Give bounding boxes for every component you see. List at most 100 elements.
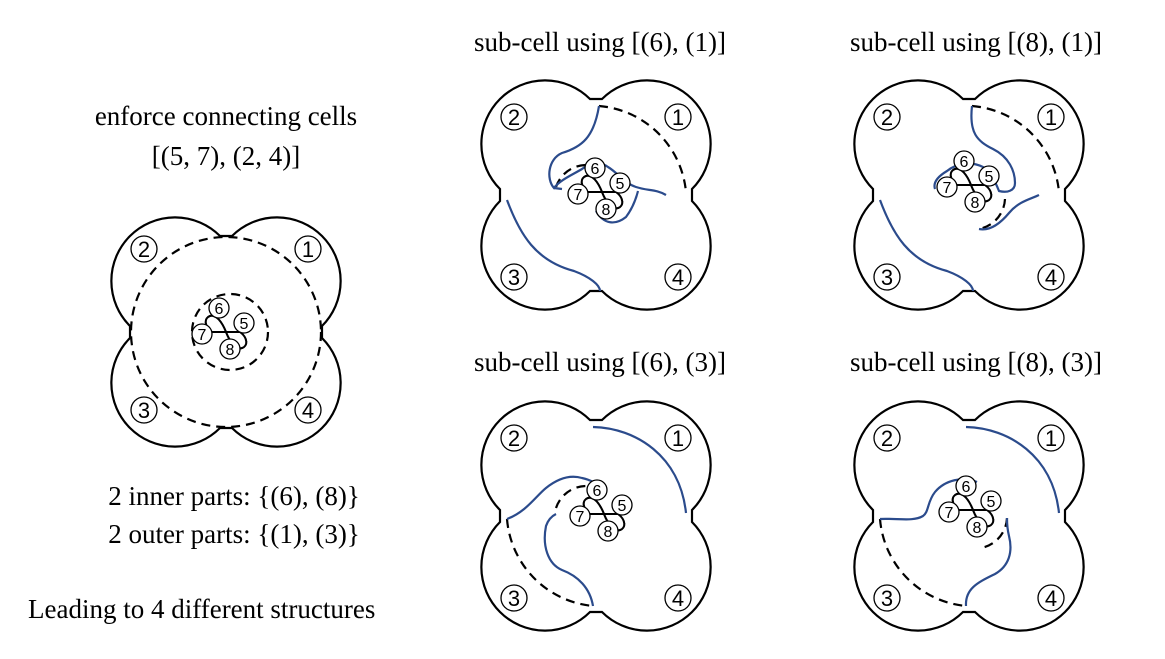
label-2: 2: [130, 235, 158, 263]
subcell-diagram-6-1: 6 5 7 8 2 1 3 4: [480, 79, 712, 311]
label-3: 3: [500, 584, 528, 612]
label-2: 2: [500, 103, 528, 131]
label-8: 8: [219, 338, 241, 360]
blue-boundary: [879, 425, 1061, 607]
outer-dashed-arc: [878, 518, 967, 608]
svg-text:2: 2: [138, 237, 150, 262]
label-3: 3: [873, 263, 901, 291]
svg-text:7: 7: [943, 180, 952, 197]
svg-text:3: 3: [508, 586, 520, 611]
label-8: 8: [966, 516, 988, 538]
svg-text:2: 2: [508, 426, 520, 451]
svg-text:7: 7: [576, 509, 585, 526]
label-7: 7: [567, 183, 589, 205]
subcell-diagram-6-3: 6 5 7 8 2 1 3 4: [480, 400, 712, 632]
conclusion-text: Leading to 4 different structures: [28, 594, 376, 624]
label-2: 2: [873, 424, 901, 452]
svg-text:3: 3: [881, 586, 893, 611]
label-1: 1: [294, 235, 322, 263]
main-cell-diagram: 6 5 7 8 2 1 3 4: [110, 216, 342, 448]
svg-text:2: 2: [881, 426, 893, 451]
label-7: 7: [938, 501, 960, 523]
svg-text:6: 6: [593, 483, 602, 500]
left-title-line2: [(5, 7), (2, 4)]: [151, 141, 301, 171]
svg-text:6: 6: [962, 479, 971, 496]
blue-boundary: [878, 105, 1040, 292]
svg-text:6: 6: [960, 154, 969, 171]
label-6: 6: [208, 297, 230, 319]
label-3: 3: [500, 263, 528, 291]
svg-text:5: 5: [618, 498, 627, 515]
svg-text:7: 7: [945, 505, 954, 522]
outer-parts-text: 2 outer parts: {(1), (3)}: [108, 519, 360, 549]
label-4: 4: [664, 584, 692, 612]
blue-boundary: [505, 105, 667, 292]
label-5: 5: [611, 494, 633, 516]
label-6: 6: [586, 479, 608, 501]
subcell-title-6-3: sub-cell using [(6), (3)]: [474, 347, 726, 377]
svg-text:5: 5: [985, 169, 994, 186]
svg-text:2: 2: [508, 105, 520, 130]
svg-text:4: 4: [672, 586, 684, 611]
subcell-diagram-8-1: 6 5 7 8 2 1 3 4: [853, 79, 1085, 311]
subcell-title-8-1: sub-cell using [(8), (1)]: [850, 27, 1102, 57]
label-5: 5: [978, 165, 1000, 187]
outer-dashed-arc: [598, 104, 688, 193]
svg-text:5: 5: [616, 176, 625, 193]
label-8: 8: [595, 198, 617, 220]
label-4: 4: [664, 263, 692, 291]
label-7: 7: [936, 176, 958, 198]
label-1: 1: [664, 424, 692, 452]
svg-text:1: 1: [302, 237, 314, 262]
outer-dashed-arc: [505, 518, 594, 608]
svg-text:5: 5: [240, 316, 249, 333]
label-6: 6: [953, 150, 975, 172]
label-5: 5: [233, 312, 255, 334]
label-5: 5: [980, 490, 1002, 512]
label-3: 3: [130, 396, 158, 424]
subcell-title-6-1: sub-cell using [(6), (1)]: [474, 27, 726, 57]
svg-text:8: 8: [604, 524, 613, 541]
label-6: 6: [955, 475, 977, 497]
outer-dashed-arc: [971, 104, 1061, 193]
svg-text:4: 4: [302, 398, 314, 423]
label-7: 7: [191, 323, 213, 345]
left-title-line1: enforce connecting cells: [94, 101, 358, 131]
label-2: 2: [500, 424, 528, 452]
svg-text:3: 3: [508, 265, 520, 290]
inner-parts-text: 2 inner parts: {(6), (8)}: [108, 481, 360, 511]
svg-text:4: 4: [1045, 265, 1057, 290]
svg-text:1: 1: [672, 105, 684, 130]
inner-dashed-arc: [978, 198, 1007, 231]
svg-text:8: 8: [602, 202, 611, 219]
label-8: 8: [597, 520, 619, 542]
label-5: 5: [609, 172, 631, 194]
svg-text:7: 7: [198, 327, 207, 344]
svg-text:6: 6: [215, 301, 224, 318]
svg-text:1: 1: [672, 426, 684, 451]
svg-text:3: 3: [881, 265, 893, 290]
label-4: 4: [1037, 263, 1065, 291]
svg-text:1: 1: [1045, 105, 1057, 130]
svg-text:2: 2: [881, 105, 893, 130]
label-8: 8: [964, 191, 986, 213]
label-1: 1: [1037, 424, 1065, 452]
svg-text:1: 1: [1045, 426, 1057, 451]
svg-text:8: 8: [973, 520, 982, 537]
label-2: 2: [873, 103, 901, 131]
label-1: 1: [1037, 103, 1065, 131]
label-3: 3: [873, 584, 901, 612]
subcell-diagram-8-3: 6 5 7 8 2 1 3 4: [853, 400, 1085, 632]
label-6: 6: [584, 157, 606, 179]
svg-text:8: 8: [971, 195, 980, 212]
svg-text:4: 4: [672, 265, 684, 290]
inner-dashed-arc: [554, 484, 587, 509]
svg-text:6: 6: [591, 161, 600, 178]
label-1: 1: [664, 103, 692, 131]
label-4: 4: [1037, 584, 1065, 612]
svg-text:5: 5: [987, 494, 996, 511]
svg-text:3: 3: [138, 398, 150, 423]
label-7: 7: [569, 505, 591, 527]
svg-text:7: 7: [574, 187, 583, 204]
inner-dashed-boundary: [190, 292, 270, 372]
